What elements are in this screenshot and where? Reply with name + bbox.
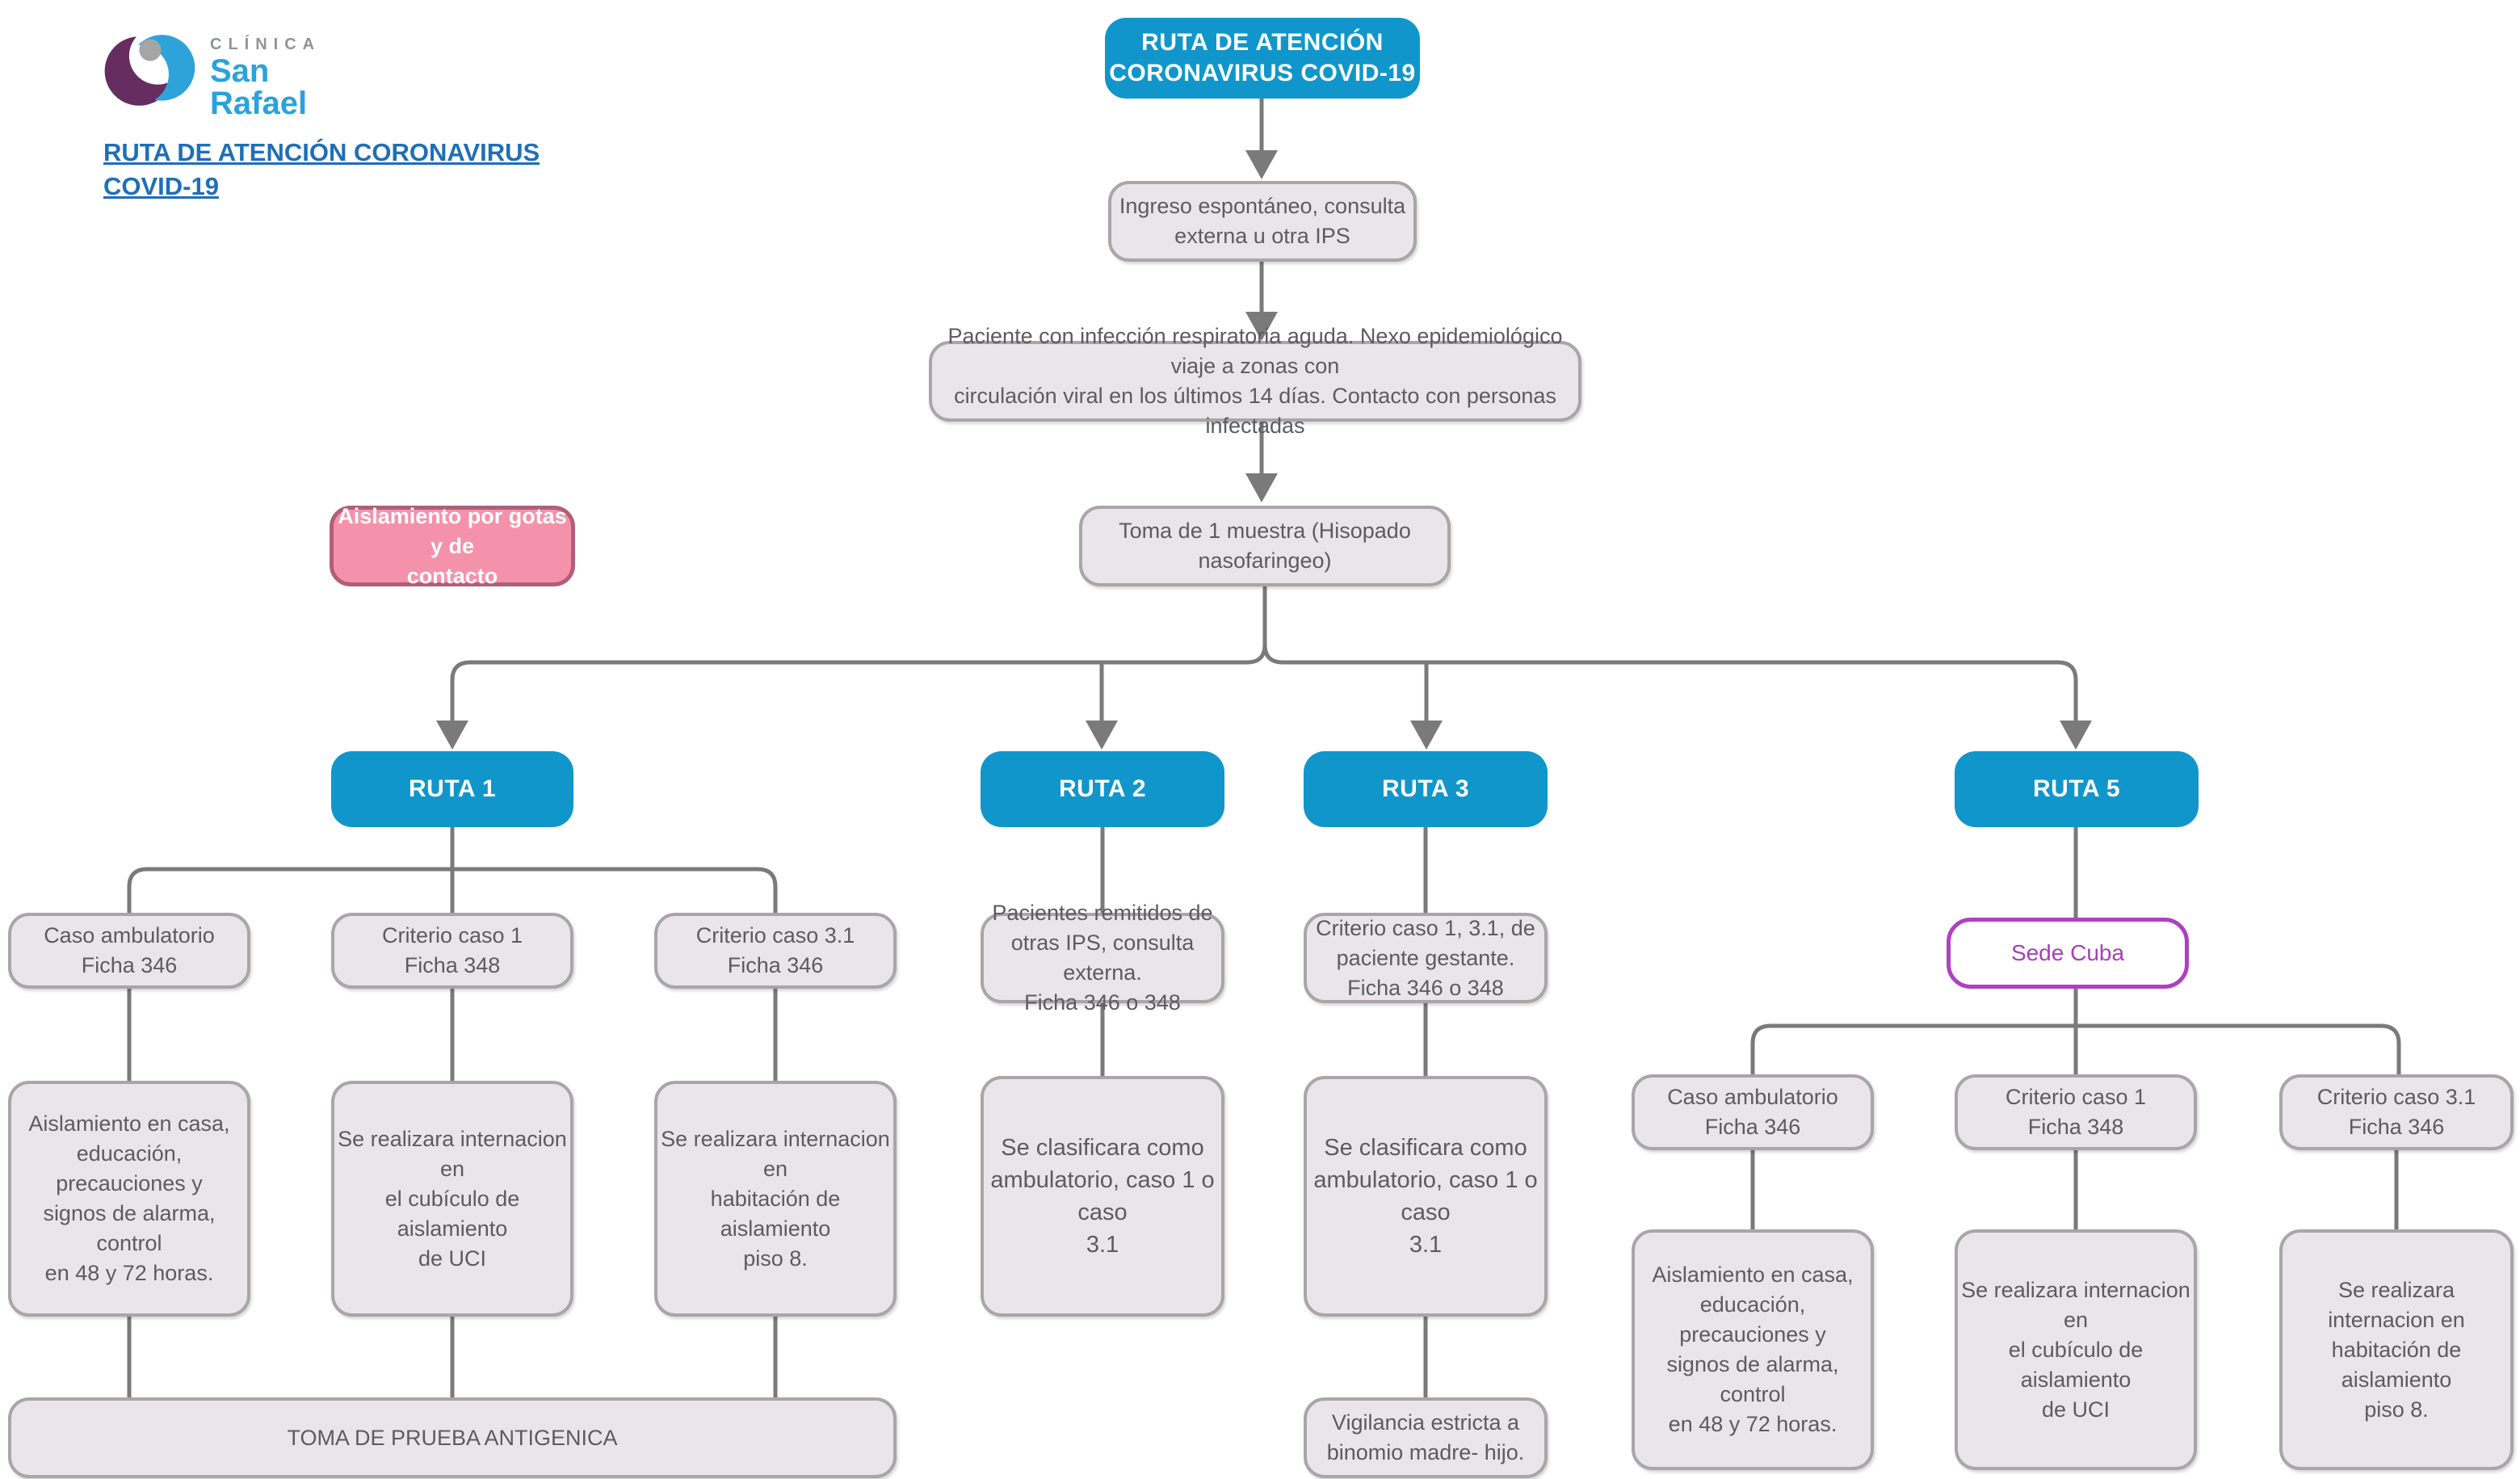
logo-name-line2: Rafael xyxy=(210,86,308,121)
node-ruta1: RUTA 1 xyxy=(331,751,573,827)
node-ruta5-col3-body: Se realizara internacion en habitación d… xyxy=(2279,1229,2514,1470)
node-ruta3-footer: Vigilancia estricta a binomio madre- hij… xyxy=(1304,1397,1548,1478)
node-ruta3: RUTA 3 xyxy=(1304,751,1548,827)
node-ruta5-col1-body: Aislamiento en casa, educación, precauci… xyxy=(1632,1229,1874,1470)
node-ruta5-col2-header: Criterio caso 1 Ficha 348 xyxy=(1955,1074,2197,1150)
node-ruta3-body: Se clasificara como ambulatorio, caso 1 … xyxy=(1304,1076,1548,1317)
node-ruta2-body: Se clasificara como ambulatorio, caso 1 … xyxy=(981,1076,1224,1317)
node-ruta1-col3-header: Criterio caso 3.1 Ficha 346 xyxy=(654,913,897,989)
node-aislamiento-gotas: Aislamiento por gotas y de contacto xyxy=(330,504,575,588)
logo-clinica-text: CLÍNICA xyxy=(210,36,321,53)
node-ruta1-col3-body: Se realizara internacion en habitación d… xyxy=(654,1081,897,1317)
node-ruta2: RUTA 2 xyxy=(981,751,1224,827)
node-ruta5-col3-header: Criterio caso 3.1 Ficha 346 xyxy=(2279,1074,2514,1150)
node-paciente: Paciente con infección respiratoria agud… xyxy=(929,324,1581,438)
document-title-link[interactable]: RUTA DE ATENCIÓN CORONAVIRUS COVID-19 xyxy=(103,138,540,200)
node-ingreso: Ingreso espontáneo, consulta externa u o… xyxy=(1108,181,1417,262)
node-ruta5: RUTA 5 xyxy=(1955,751,2199,827)
logo-name-line1: San xyxy=(210,53,270,89)
node-ruta5-col2-body: Se realizara internacion en el cubículo … xyxy=(1955,1229,2197,1470)
node-ruta5-col1-header: Caso ambulatorio Ficha 346 xyxy=(1632,1074,1874,1150)
node-toma-muestra: Toma de 1 muestra (Hisopado nasofaringeo… xyxy=(1079,506,1451,586)
node-ruta1-footer: TOMA DE PRUEBA ANTIGENICA xyxy=(8,1397,897,1478)
clinic-logo: CLÍNICA San Rafael xyxy=(103,32,321,121)
node-ruta1-col2-body: Se realizara internacion en el cubículo … xyxy=(331,1081,573,1317)
clinic-logo-icon xyxy=(104,35,195,106)
node-ruta1-col1-header: Caso ambulatorio Ficha 346 xyxy=(8,913,250,989)
node-ruta1-col1-body: Aislamiento en casa, educación, precauci… xyxy=(8,1081,250,1317)
node-start: RUTA DE ATENCIÓN CORONAVIRUS COVID-19 xyxy=(1105,18,1420,99)
node-sede-cuba: Sede Cuba xyxy=(1947,918,2189,989)
node-ruta2-header: Pacientes remitidos de otras IPS, consul… xyxy=(981,901,1224,1015)
node-ruta1-col2-header: Criterio caso 1 Ficha 348 xyxy=(331,913,573,989)
node-ruta3-header: Criterio caso 1, 3.1, de paciente gestan… xyxy=(1304,913,1548,1003)
